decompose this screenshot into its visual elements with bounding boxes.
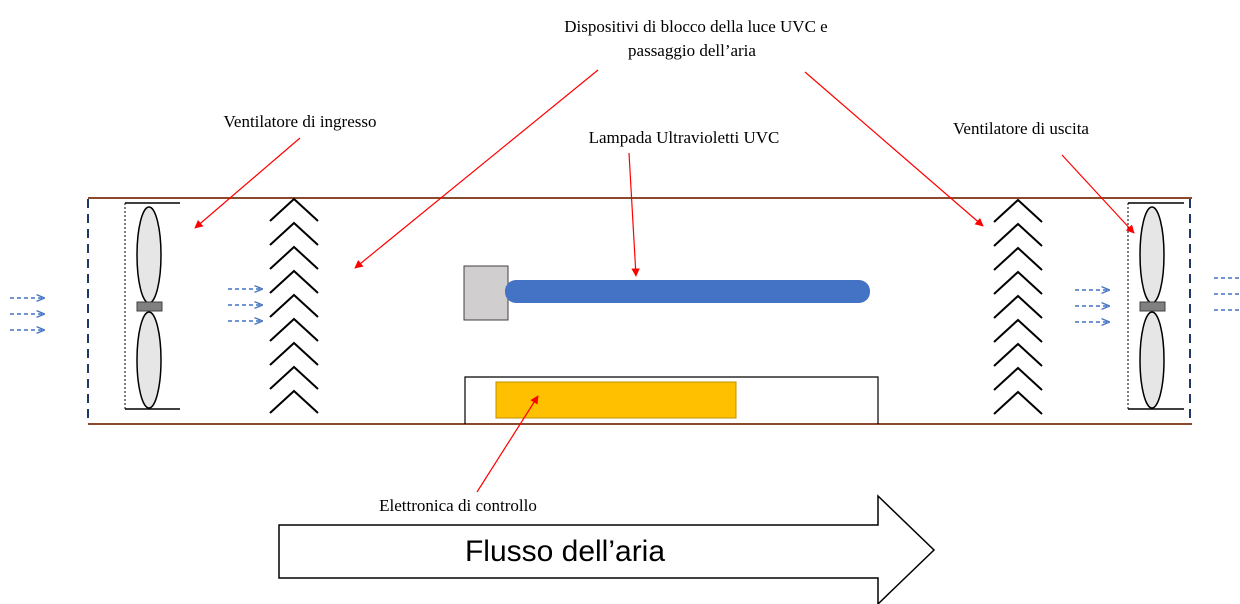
outlet-fan-label: Ventilatore di uscita [953, 119, 1089, 138]
electronics-enclosure [464, 376, 879, 424]
right-light-baffle [993, 198, 1043, 415]
inlet-fan-icon [124, 202, 180, 410]
chevron-up-icon [993, 246, 1043, 271]
leader-right-baffle [804, 71, 984, 227]
chevron-up-icon [993, 366, 1043, 391]
leader-arrows [194, 69, 1135, 493]
chevron-up-icon [269, 317, 319, 342]
chevron-up-icon [993, 270, 1043, 295]
chevron-up-icon [269, 245, 319, 270]
uvc-lamp-socket [463, 265, 509, 321]
chevron-up-icon [269, 365, 319, 390]
chevron-up-icon [993, 318, 1043, 343]
leader-outlet-fan [1061, 154, 1135, 234]
inlet-fan-label: Ventilatore di ingresso [224, 112, 377, 131]
chevron-up-icon [993, 294, 1043, 319]
airflow-label: Flusso dell’aria [465, 535, 665, 568]
dashed-arrow-icon [1075, 290, 1109, 322]
airflow-arrow: Flusso dell’aria [278, 494, 936, 604]
chevron-up-icon [993, 222, 1043, 247]
chevron-up-icon [269, 197, 319, 222]
uvc-lamp-label: Lampada Ultravioletti UVC [589, 128, 780, 147]
chevron-up-icon [269, 293, 319, 318]
dashed-arrow-icon [1214, 277, 1240, 311]
chevron-up-icon [993, 198, 1043, 223]
blocking-devices-label-line2: passaggio dell’aria [628, 41, 756, 60]
leader-uvc-lamp [628, 152, 640, 277]
chevron-up-icon [993, 342, 1043, 367]
chevron-up-icon [269, 341, 319, 366]
airflow-arrow-shape [278, 494, 936, 604]
chevron-up-icon [993, 390, 1043, 415]
chevron-up-icon [269, 389, 319, 414]
blocking-devices-label-line1: Dispositivi di blocco della luce UVC e [564, 17, 827, 36]
chevron-up-icon [269, 269, 319, 294]
electronics-board [495, 381, 737, 419]
uvc-lamp-tube [505, 280, 870, 303]
leader-control-electronics [476, 395, 539, 493]
dashed-arrow-icon [228, 289, 262, 321]
control-electronics [464, 376, 879, 424]
leader-inlet-fan [194, 137, 301, 229]
chevron-up-icon [269, 221, 319, 246]
left-light-baffle [269, 197, 319, 414]
flow-indicators [10, 277, 1240, 330]
duct [87, 197, 1192, 425]
dashed-arrow-icon [10, 298, 44, 330]
uvc-lamp [463, 265, 870, 321]
leader-left-baffle [354, 69, 599, 269]
control-electronics-label: Elettronica di controllo [379, 496, 537, 515]
outlet-fan-icon [1127, 202, 1184, 410]
